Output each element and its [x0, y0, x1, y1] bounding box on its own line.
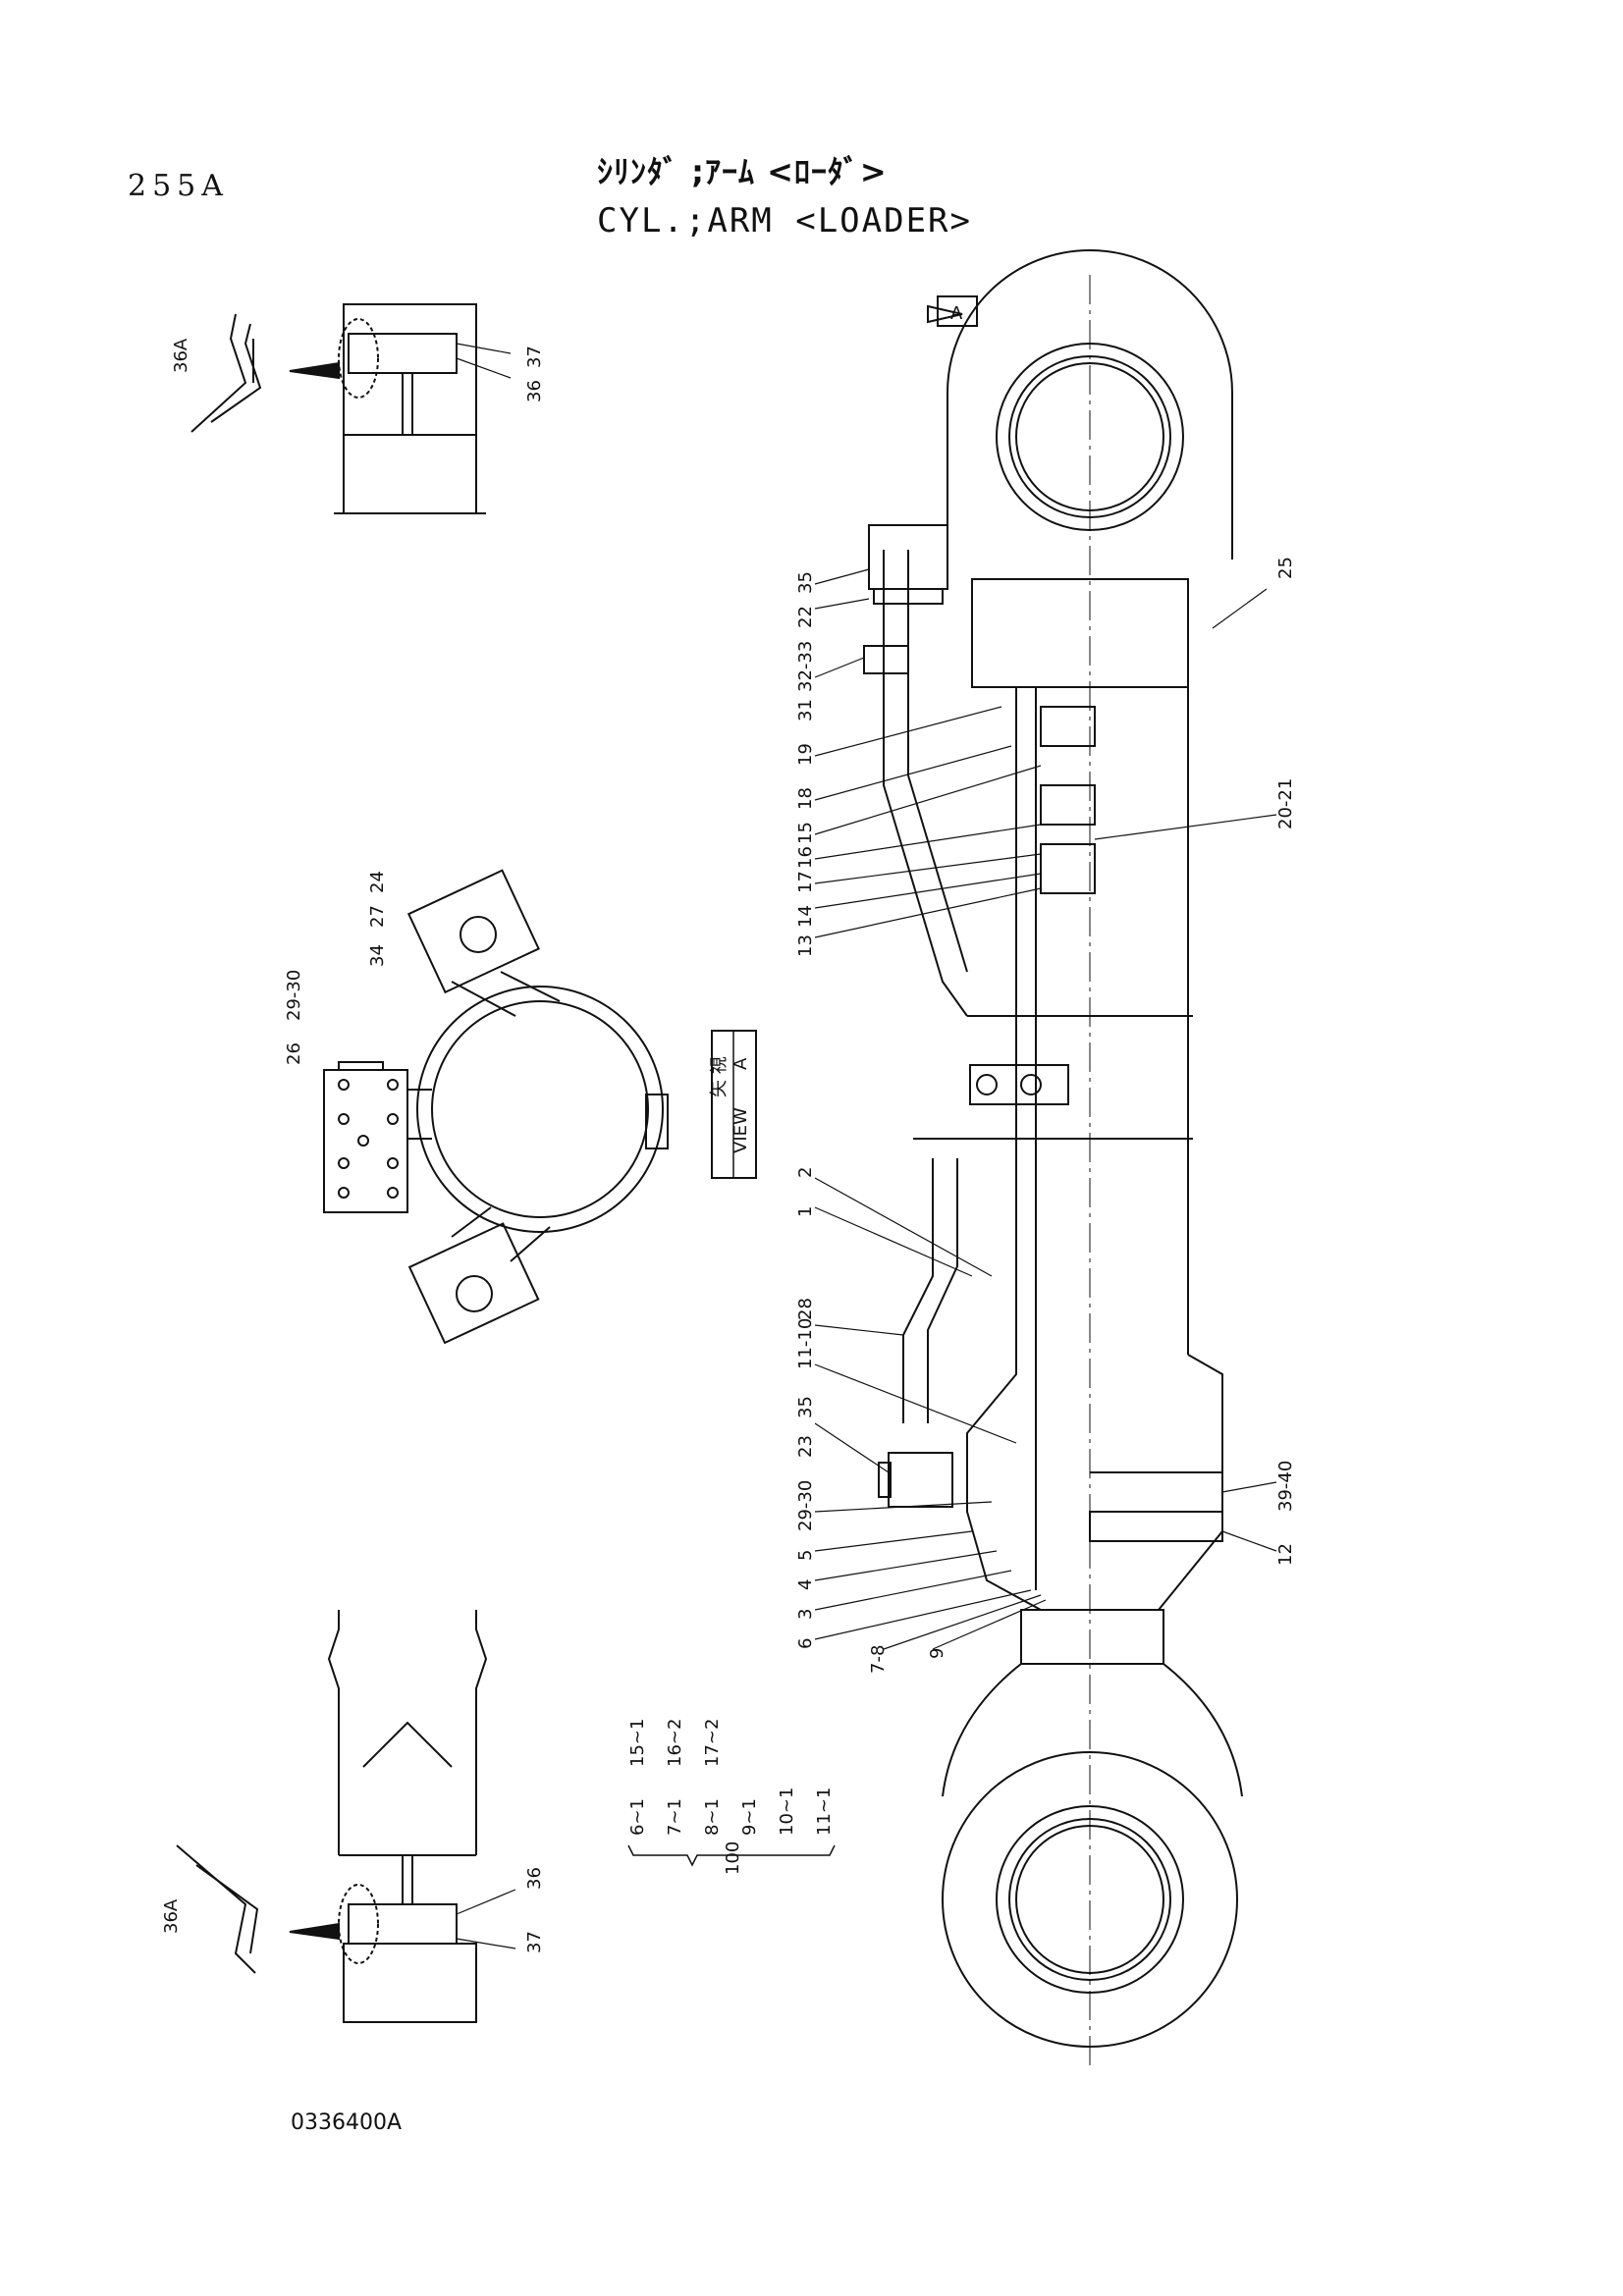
callout: 35 — [795, 571, 816, 594]
callout: 9 — [927, 1648, 947, 1659]
kit-item: 10~1 — [777, 1788, 797, 1836]
view-a-end-view — [323, 869, 669, 1345]
callout: 7-8 — [868, 1645, 889, 1674]
callout: 28 — [795, 1298, 816, 1320]
callout: 22 — [795, 606, 816, 628]
view-a-label-en: VIEW — [730, 1107, 751, 1153]
kit-item: 9~1 — [739, 1798, 760, 1836]
callout: 36A — [171, 338, 191, 373]
callout: 13 — [795, 934, 816, 957]
callout: 2 — [795, 1167, 816, 1178]
callout: 17 — [795, 871, 816, 893]
callout: 18 — [795, 787, 816, 810]
callout: 36 — [524, 1867, 545, 1890]
kit-item: 6~1 — [627, 1798, 648, 1836]
page-number: 255A — [128, 169, 229, 203]
callouts-main-top: 35 22 32-33 31 19 18 15 16 17 14 13 25 2… — [795, 557, 1296, 957]
kit-item: 15~1 — [627, 1719, 648, 1767]
kit-item: 17~2 — [702, 1719, 723, 1767]
callout: 5 — [795, 1550, 816, 1561]
callout: 6 — [795, 1638, 816, 1649]
callouts-detail-bottom: 36A 36 37 — [161, 1867, 545, 1953]
callout: 14 — [795, 905, 816, 928]
callout: 34 — [367, 944, 388, 967]
callout: 26 — [284, 1042, 304, 1065]
drawing-number: 0336400A — [291, 2110, 403, 2135]
callouts-main-bottom: 2 1 28 11-10 35 23 29-30 5 4 3 6 7-8 9 1… — [795, 1167, 1296, 1674]
callout: 37 — [524, 346, 545, 368]
callout: 36 — [524, 380, 545, 402]
callouts-detail-top: 36A 37 36 — [171, 338, 545, 402]
callout: 29-30 — [795, 1480, 816, 1531]
callout: 36A — [161, 1898, 182, 1934]
title-english: CYL.;ARM <LOADER> — [597, 201, 972, 240]
leader-lines — [814, 568, 1277, 1650]
callout: 29-30 — [284, 970, 304, 1021]
callout: 25 — [1275, 557, 1296, 579]
callouts-view-a: 24 27 34 26 29-30 — [284, 871, 388, 1065]
detail-top-bushing — [190, 303, 512, 514]
callout: 3 — [795, 1609, 816, 1620]
callout: 4 — [795, 1579, 816, 1590]
callout: 39-40 — [1275, 1461, 1296, 1512]
callout: 16 — [795, 846, 816, 869]
kit-item: 7~1 — [665, 1798, 685, 1836]
kit-item: 11~1 — [814, 1788, 835, 1836]
callout: 37 — [524, 1931, 545, 1953]
view-a-label-letter: A — [730, 1057, 751, 1070]
callout: 24 — [367, 871, 388, 893]
callout: 35 — [795, 1396, 816, 1418]
callout: 19 — [795, 743, 816, 766]
detail-bottom-bushing — [176, 1610, 516, 2023]
view-a-marker: A — [950, 303, 963, 324]
title-japanese: ｼﾘﾝﾀﾞ ;ｱｰﾑ <ﾛｰﾀﾞ> — [597, 153, 888, 190]
callout: 15 — [795, 822, 816, 844]
callout: 23 — [795, 1435, 816, 1458]
callout: 11-10 — [795, 1318, 816, 1369]
kit-group-label: 100 — [723, 1842, 743, 1875]
kit-list: 100 6~1 7~1 8~1 9~1 10~1 11~1 15~1 16~2 … — [627, 1719, 836, 1875]
main-cylinder — [863, 249, 1243, 2071]
view-a-label — [711, 1030, 757, 1179]
view-a-label-jp: 矢 視 — [709, 1056, 730, 1097]
callout: 12 — [1275, 1543, 1296, 1566]
callout: 31 — [795, 699, 816, 721]
callout: 1 — [795, 1206, 816, 1217]
callout: 32-33 — [795, 641, 816, 692]
callout: 27 — [367, 905, 388, 928]
callout: 20-21 — [1275, 778, 1296, 829]
kit-item: 16~2 — [665, 1719, 685, 1767]
kit-item: 8~1 — [702, 1798, 723, 1836]
